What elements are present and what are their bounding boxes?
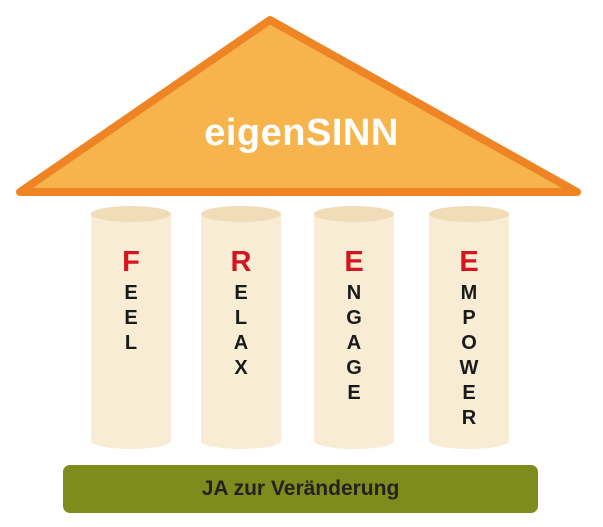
pillar-letter: G (346, 307, 362, 329)
pillar-first-letter: R (230, 246, 252, 278)
pillar-first-letter: F (122, 246, 140, 278)
pillar-letter: L (124, 332, 138, 354)
pillar-letter: E (347, 382, 361, 404)
pillar-letter: X (234, 357, 248, 379)
pillar-letter: R (461, 407, 477, 429)
roof-title: eigenSINN (204, 112, 399, 154)
pillar-letter: P (462, 307, 476, 329)
base-label: JA zur Veränderung (201, 477, 400, 500)
pillar-letter: O (461, 332, 477, 354)
pillar-letter: N (346, 282, 362, 304)
pillar-first-letter: E (459, 246, 479, 278)
pillar-letter: E (124, 307, 138, 329)
pillar-letter: E (234, 282, 248, 304)
pillar-letter: A (233, 332, 249, 354)
pillar-first-letter: E (344, 246, 364, 278)
pillar-letter: W (459, 357, 479, 379)
pillar-letter: A (346, 332, 362, 354)
pillar-letter: L (234, 307, 248, 329)
roof-triangle (16, 16, 581, 196)
pillar-letter: E (462, 382, 476, 404)
pillar-letter: M (460, 282, 478, 304)
pillar-letter: G (346, 357, 362, 379)
pillar-letter: E (124, 282, 138, 304)
base-bar: JA zur Veränderung (63, 465, 538, 513)
